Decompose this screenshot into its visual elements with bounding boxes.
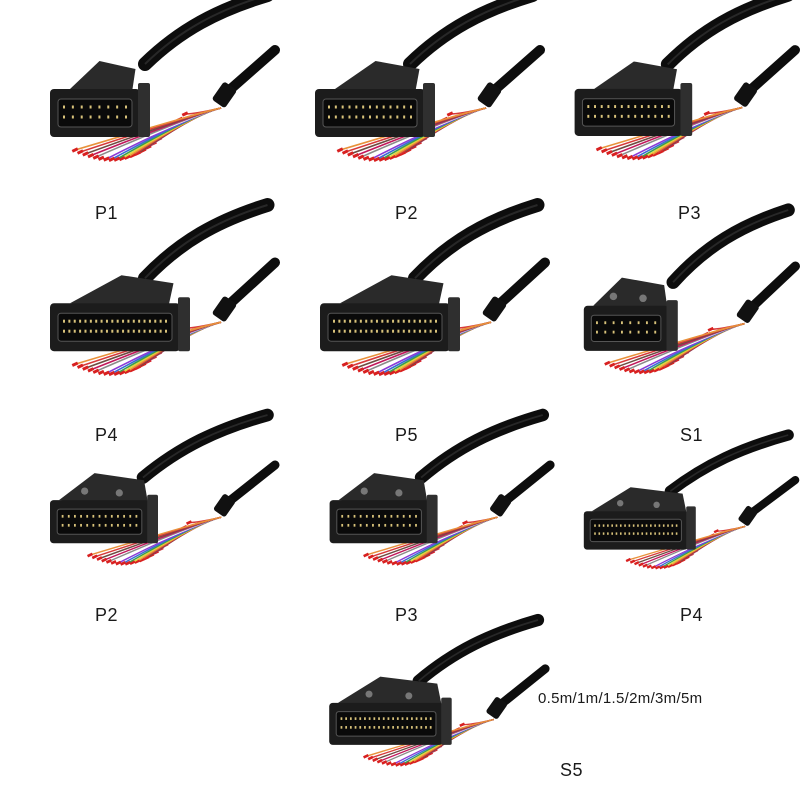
product-label: P3 [678,203,702,223]
product-cell-p3-row1 [555,0,800,200]
cable-lengths-text: 0.5m/1m/1.5/2m/3m/5m [538,690,703,707]
scsi-cable-image [574,0,800,161]
product-label: P1 [95,203,119,223]
scsi-cable-image [50,0,280,162]
product-label: P2 [395,203,419,223]
scsi-cable-image [50,198,280,377]
product-label: P5 [395,425,419,445]
product-label: P4 [95,425,119,445]
product-cell-p1 [30,0,280,200]
product-cell-p4-row2 [30,198,280,420]
scsi-cable-image [50,408,280,566]
product-label: S1 [680,425,704,445]
product-cell-s5 [310,613,550,800]
product-cell-p5 [300,198,550,420]
product-cell-s1 [565,203,800,420]
product-label: P4 [680,605,704,625]
product-label: P2 [95,605,119,625]
scsi-cable-image [315,0,545,162]
product-label: P3 [395,605,419,625]
product-cell-p3-row3 [310,408,555,600]
scsi-cable-image [320,198,550,377]
scsi-cable-image [329,613,550,767]
scsi-cable-image [583,203,800,375]
product-cell-p4-row3 [565,429,800,600]
product-label: S5 [560,760,584,780]
scsi-cable-image [583,429,800,570]
product-cell-p2-row3 [30,408,280,600]
scsi-cable-image [329,408,555,566]
product-cell-p2-row1 [295,0,545,200]
